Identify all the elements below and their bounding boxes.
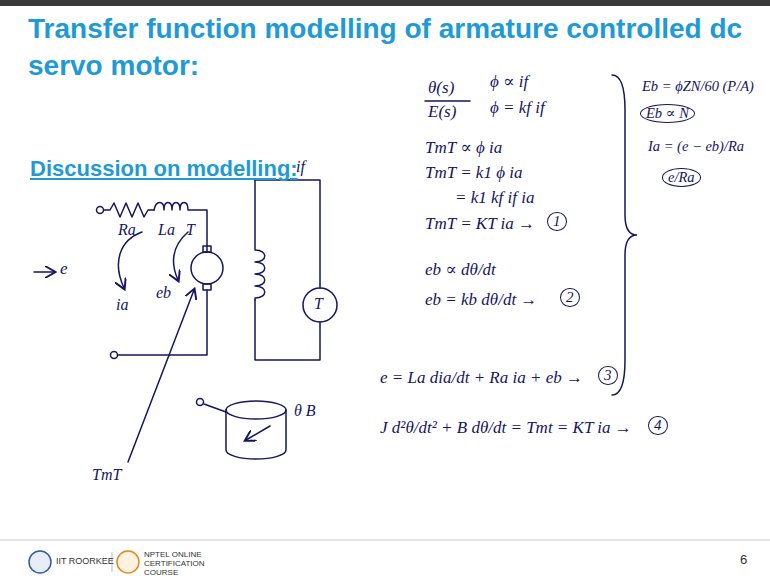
signal-name: TmT [92,466,121,484]
equation: TmT ∝ ϕ ia [425,138,502,158]
motor-symbol [191,252,223,284]
top-bar [0,0,770,6]
equation: Eb = ϕZN/60 (P/A) [642,78,754,95]
signal-name: ia [116,296,128,314]
subheading: Discussion on modelling: [30,156,298,181]
brush [203,284,211,290]
equation: eb = kb dθ/dt → [425,290,537,310]
wire [255,300,320,360]
shaft [204,404,226,412]
equation: θ(s) [428,78,454,98]
voltage-arrow [34,271,54,273]
iit-logo [29,551,51,573]
footer-rule [0,540,770,541]
nptel-logo [117,551,139,573]
source-symbol [303,288,337,322]
brush [203,246,211,252]
equation: TmT = KT ia → [425,214,535,234]
equation: ϕ ∝ if [490,72,528,92]
equation: Eb ∝ N [640,104,695,123]
signal-name: if [296,158,305,176]
resistor-symbol [104,203,154,217]
back-emf-arrow [173,232,188,280]
inductor-symbol [154,203,207,253]
load-cylinder [226,410,286,459]
callout-number: 1 [547,212,567,231]
equation: ϕ = kf if [490,98,545,118]
rotation-arrow [246,426,270,440]
terminal [197,399,204,406]
callout-number: 3 [598,366,618,385]
equation: = k1 kf if ia [455,188,534,208]
footer-text: IIT ROORKEE [56,556,114,566]
brace [612,75,637,395]
callout-number: 2 [560,288,580,307]
footer-text: NPTEL ONLINE CERTIFICATION COURSE [144,550,222,578]
field-circuit [255,180,337,360]
signal-name: eb [156,284,171,302]
terminal [111,352,118,359]
current-arrow [118,232,142,288]
equation: Ia = (e − eb)/Ra [648,138,744,155]
slide-title: Transfer function modelling of armature … [28,10,758,84]
signal-name: θ B [294,402,316,420]
part-name: Ra [118,221,136,239]
field-coil [255,180,265,300]
part-name: T [186,221,195,239]
part-name: La [158,221,175,239]
equation: eb ∝ dθ/dt [425,260,496,280]
equation: e = La dia/dt + Ra ia + eb → [380,368,583,388]
equation: TmT = k1 ϕ ia [425,163,522,183]
signal-name: e [60,259,68,279]
terminal [97,207,104,214]
part-name: T [314,295,323,313]
wire [255,180,320,288]
load-cylinder [226,401,286,419]
fraction-bar [425,100,470,102]
callout-number: 4 [648,416,668,435]
equation: e/Ra [662,168,701,187]
notes-marks [425,75,637,395]
armature-circuit [34,203,286,463]
equation: E(s) [428,102,456,122]
equation: J d²θ/dt² + B dθ/dt = Tmt = KT ia → [380,418,632,438]
torque-leader [128,290,194,462]
slide-number: 6 [740,553,747,568]
